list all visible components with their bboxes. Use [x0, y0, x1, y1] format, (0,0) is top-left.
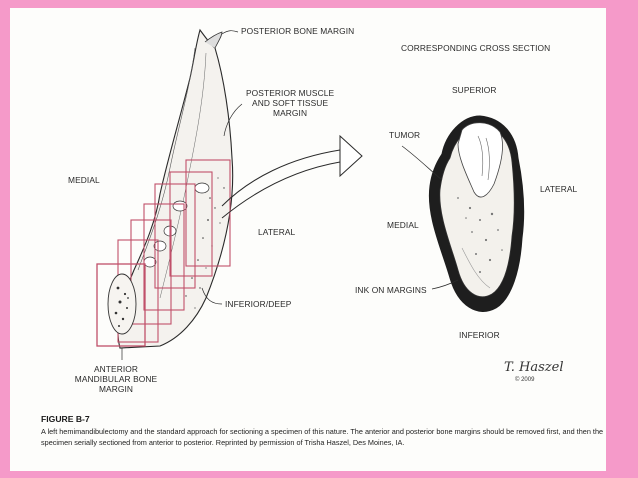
label-corresponding-cross-section: CORRESPONDING CROSS SECTION — [401, 43, 551, 53]
label-medial-left: MEDIAL — [68, 175, 100, 185]
section-boxes — [96, 159, 231, 347]
label-inferior-deep: INFERIOR/DEEP — [225, 299, 292, 309]
mandible-specimen — [117, 28, 234, 349]
label-posterior-muscle-margin: POSTERIOR MUSCLE AND SOFT TISSUE MARGIN — [246, 88, 335, 118]
cross-section-drawing — [428, 115, 525, 312]
illustration — [96, 28, 525, 360]
label-lateral-right: LATERAL — [540, 184, 578, 194]
signature-year: © 2009 — [515, 377, 535, 383]
anterior-section-detail — [107, 273, 137, 335]
artist-signature: T. Haszel — [504, 360, 564, 375]
label-inferior: INFERIOR — [459, 330, 500, 340]
label-superior: SUPERIOR — [452, 85, 497, 95]
label-medial-cross: MEDIAL — [387, 220, 419, 230]
label-posterior-bone-margin: POSTERIOR BONE MARGIN — [241, 26, 355, 36]
label-ink-on-margins: INK ON MARGINS — [355, 285, 427, 295]
figure-caption: A left hemimandibulectomy and the standa… — [41, 427, 604, 447]
label-lateral-mid: LATERAL — [258, 227, 296, 237]
figure-page: POSTERIOR BONE MARGIN CORRESPONDING CROS… — [10, 8, 606, 471]
curved-arrow-icon — [221, 134, 363, 219]
leader-lines — [121, 30, 459, 360]
figure-title: FIGURE B-7 — [41, 414, 90, 424]
label-tumor: TUMOR — [389, 130, 421, 140]
label-anterior-mandibular-bone-margin: ANTERIOR MANDIBULAR BONE MARGIN — [74, 364, 158, 394]
